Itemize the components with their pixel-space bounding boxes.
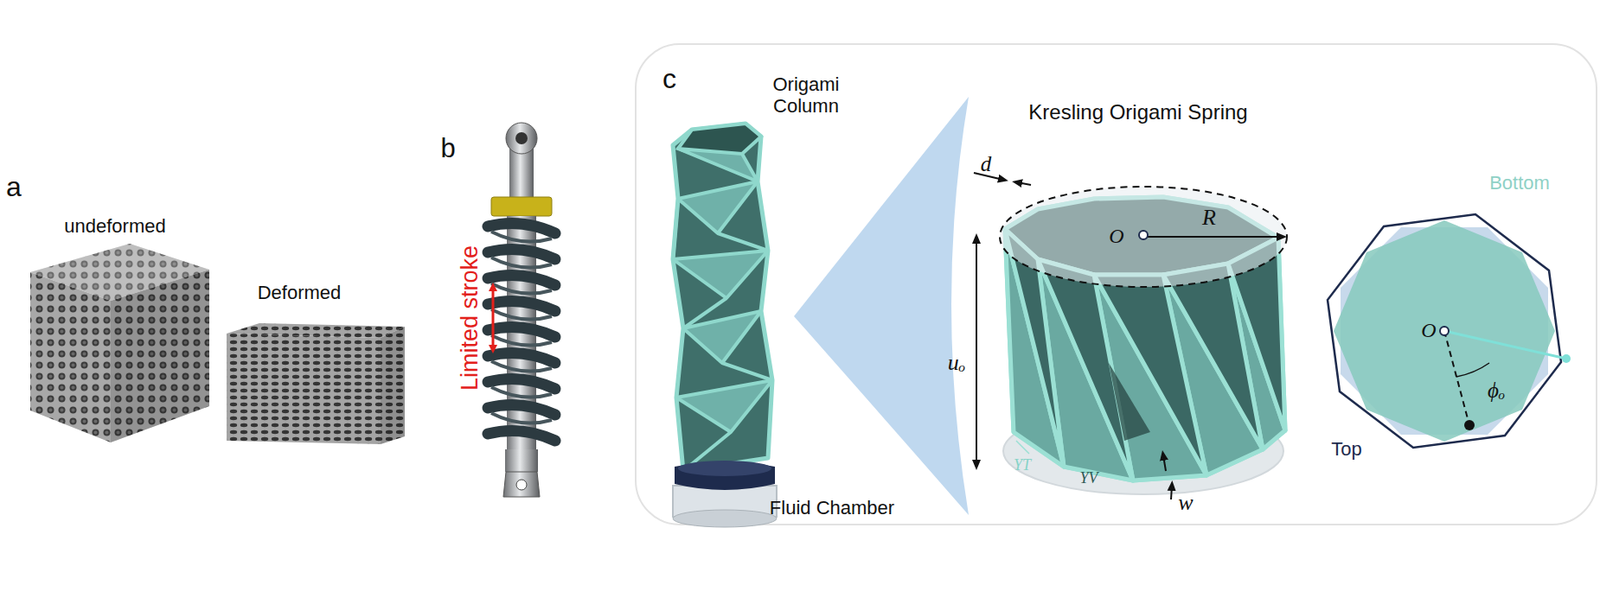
zoom-wedge xyxy=(793,96,969,516)
part-label: Fluid Chamber xyxy=(769,497,895,519)
shock-absorber xyxy=(487,122,556,498)
stroke-label: Limited stroke xyxy=(456,245,484,391)
panel-letter: c xyxy=(662,64,677,95)
center-symbol: O xyxy=(1420,319,1436,344)
origami-column xyxy=(672,123,773,472)
deformed-lattice xyxy=(226,323,405,445)
dimension-symbol: R xyxy=(1202,204,1216,231)
fluid-chamber xyxy=(672,460,777,528)
lattice-cube xyxy=(30,243,210,443)
part-label: Origami Column xyxy=(754,73,858,118)
center-symbol: O xyxy=(1108,224,1124,250)
polygon-label: Top xyxy=(1331,438,1362,461)
panel-letter: a xyxy=(6,171,22,204)
state-label: Deformed xyxy=(257,281,342,304)
state-label: undeformed xyxy=(64,215,166,237)
panel-letter: b xyxy=(440,133,455,165)
modulus-symbol: YV xyxy=(1079,469,1098,488)
polygon-label: Bottom xyxy=(1489,172,1550,194)
dimension-symbol: d xyxy=(980,152,992,178)
angle-symbol: ϕₒ xyxy=(1487,378,1505,404)
dimension-symbol: uₒ xyxy=(947,350,966,377)
kresling-spring xyxy=(973,172,1287,500)
part-label: Kresling Origami Spring xyxy=(1028,100,1248,125)
polygon-twist-view xyxy=(1327,214,1571,448)
dimension-symbol: w xyxy=(1177,490,1193,517)
modulus-symbol: YT xyxy=(1013,456,1031,475)
